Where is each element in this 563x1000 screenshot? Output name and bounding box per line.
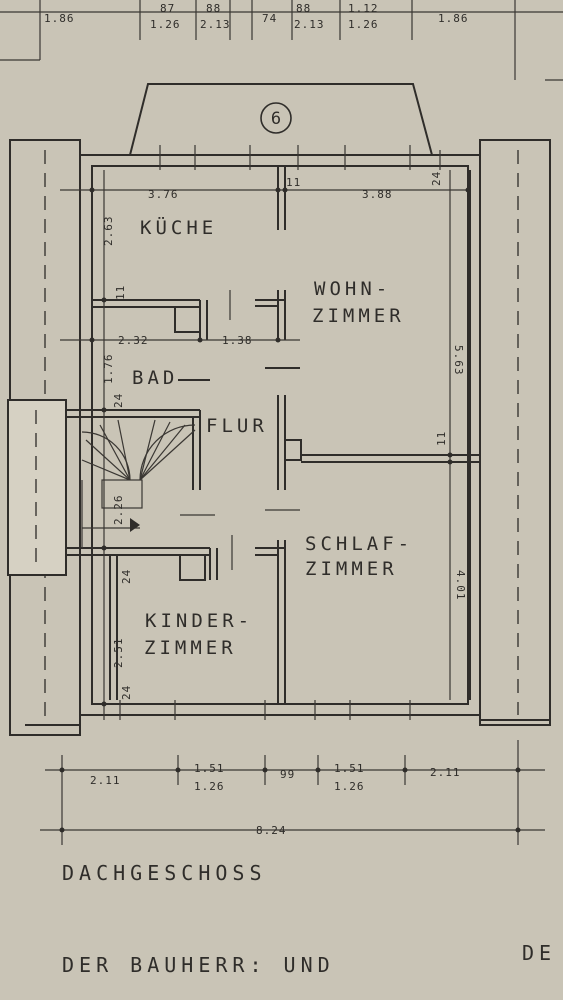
dim-top-5: 74	[262, 12, 277, 25]
footer-right: DE	[522, 941, 556, 965]
dim-top-10: 1.86	[438, 12, 469, 25]
dim-stair: 2.26	[112, 495, 125, 526]
outer-walls	[7, 139, 551, 736]
bottom-windows	[119, 700, 411, 720]
dim-wall-b: 24	[430, 171, 443, 186]
dim-bottom-6: 2.11	[430, 766, 461, 779]
dim-wohn-depth: 5.63	[452, 345, 465, 376]
room-wohn-line2: ZIMMER	[312, 305, 405, 327]
dim-top-7: 2.13	[294, 18, 325, 31]
dim-wohn-wall: 11	[435, 431, 448, 446]
dim-kueche-depth: 2.63	[102, 216, 115, 247]
dim-wohn-width: 3.88	[362, 188, 393, 201]
dim-wall-a: 11	[286, 176, 301, 189]
dim-top-9: 1.26	[348, 18, 379, 31]
room-kinder-line1: KINDER-	[145, 610, 253, 632]
dim-top-0: 1.86	[44, 12, 75, 25]
dim-top-2: 1.26	[150, 18, 181, 31]
dim-top-6: 88	[296, 2, 311, 15]
staircase	[81, 419, 196, 548]
room-schlaf-line1: SCHLAF-	[305, 533, 413, 555]
dim-top-3: 88	[206, 2, 221, 15]
dim-schlaf-depth: 4.01	[454, 570, 467, 601]
sheet-marker-circle	[260, 102, 292, 134]
dim-bad-wall: 24	[112, 393, 125, 408]
dim-total: 8.24	[256, 824, 287, 837]
dim-top-8: 1.12	[348, 2, 379, 15]
dim-stair-wall: 24	[120, 569, 133, 584]
dim-bottom-1: 1.51	[194, 762, 225, 775]
dim-bad-width: 2.32	[118, 334, 149, 347]
room-kinder-line2: ZIMMER	[144, 637, 237, 659]
interior-walls	[66, 166, 480, 704]
dormer: 6	[129, 83, 433, 156]
dim-top-1: 87	[160, 2, 175, 15]
room-labels: KÜCHE WOHN- ZIMMER BAD FLUR SCHLAF- ZIMM…	[132, 216, 413, 659]
top-windows	[130, 145, 441, 170]
dim-bad-door: 1.38	[222, 334, 253, 347]
chimney-left	[7, 399, 67, 576]
room-flur: FLUR	[206, 415, 268, 437]
sheet-marker: 6	[271, 109, 281, 129]
dim-bottom-5: 1.26	[334, 780, 365, 793]
dim-bottom-2: 1.26	[194, 780, 225, 793]
bottom-dimension-chain: 2.11 1.51 1.26 99 1.51 1.26 2.11 8.24	[40, 740, 545, 845]
dim-kinder-depth: 2.51	[112, 638, 125, 669]
dim-kueche-width: 3.76	[148, 188, 179, 201]
interior-dimensions: 3.76 3.88 11 24 2.32 1.38 2.63 11 1.76 2…	[60, 170, 471, 720]
room-kueche: KÜCHE	[140, 216, 217, 239]
plan-caption: DACHGESCHOSS	[62, 861, 267, 885]
room-wohn-line1: WOHN-	[314, 278, 391, 300]
room-bad: BAD	[132, 367, 178, 389]
dim-kinder-wall: 24	[120, 685, 133, 700]
dim-bottom-0: 2.11	[90, 774, 121, 787]
footer-left: DER BAUHERR: UND	[62, 953, 335, 977]
dim-bottom-3: 99	[280, 768, 295, 781]
dim-bad-depth: 1.76	[102, 354, 115, 385]
top-dimension-chain: 1.86 87 1.26 88 2.13 74 88 2.13 1.12 1.2…	[0, 0, 563, 81]
dim-top-4: 2.13	[200, 18, 231, 31]
dim-kueche-wall: 11	[114, 285, 127, 300]
dim-bottom-4: 1.51	[334, 762, 365, 775]
room-schlaf-line2: ZIMMER	[305, 558, 398, 580]
